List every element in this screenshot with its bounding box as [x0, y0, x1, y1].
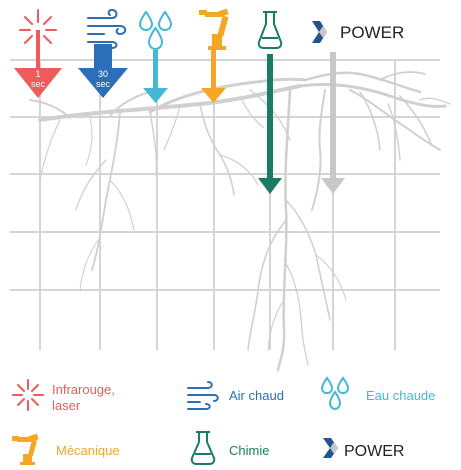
legend-infrared-label-line1: Infrarouge, — [52, 382, 115, 397]
water-drops-icon — [138, 10, 173, 51]
power-arrow-stem — [330, 52, 336, 182]
penetration-arrows — [14, 30, 345, 194]
infrared-duration-unit: sec — [31, 79, 46, 89]
legend-infrared-label-line2: laser — [52, 398, 81, 413]
hot-water-arrow-stem — [153, 50, 158, 92]
robot-arm-icon — [199, 8, 229, 50]
hot-air-duration-value: 30 — [98, 69, 108, 79]
mechanical-arrow — [201, 88, 226, 103]
flask-icon — [257, 11, 283, 49]
legend-flask-icon — [190, 431, 216, 465]
legend-power-label: POWER — [344, 443, 404, 460]
header-power-label: POWER — [340, 23, 404, 42]
legend-x-logo-icon — [323, 438, 338, 458]
depth-grid — [10, 59, 440, 350]
legend-hot-water-label: Eau chaude — [366, 388, 435, 403]
x-logo-icon — [312, 21, 327, 43]
mechanical-arrow-stem — [211, 50, 216, 92]
infrared-arrow — [14, 68, 62, 98]
legend-robot-arm-icon — [12, 433, 39, 465]
hot-water-arrow — [143, 88, 168, 103]
hot-air-arrow-stem — [94, 44, 112, 70]
legend-mechanical-label: Mécanique — [56, 443, 120, 458]
legend-water-drops-icon — [320, 376, 350, 411]
power-arrow — [321, 178, 345, 194]
infrared-arrow-stem — [36, 30, 40, 70]
hot-air-arrow — [78, 68, 128, 98]
legend-hot-air-label: Air chaud — [229, 388, 284, 403]
burst-icon — [19, 9, 57, 49]
hot-air-duration-unit: sec — [96, 79, 111, 89]
wind-icon — [87, 8, 127, 49]
chemical-arrow — [258, 178, 282, 194]
legend-burst-icon — [12, 379, 44, 411]
chemical-arrow-stem — [267, 54, 273, 182]
legend-chemical-label: Chimie — [229, 443, 269, 458]
infrared-duration-value: 1 — [35, 69, 40, 79]
legend-wind-icon — [187, 381, 219, 410]
